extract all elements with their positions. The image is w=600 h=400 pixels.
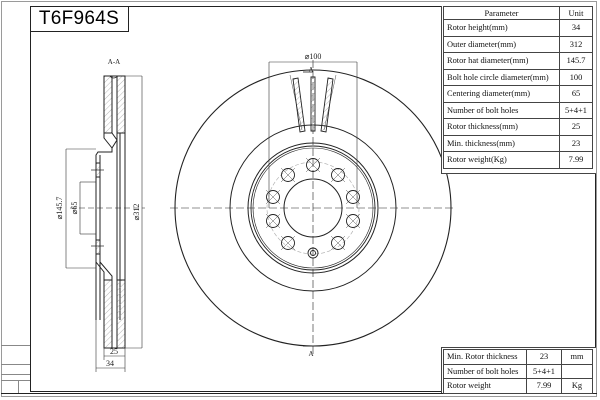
summary-value: 5+4+1 — [526, 363, 562, 379]
section-label: A-A — [108, 58, 120, 66]
param-label: Min. thickness(mm) — [443, 134, 560, 152]
height-label: 34 — [106, 359, 114, 368]
outer-plate-bottom — [103, 279, 113, 349]
table-row: Number of bolt holes 5+4+1 — [443, 101, 593, 119]
summary-label: Number of bolt holes — [443, 363, 527, 379]
centering-diameter-label: ⌀65 — [70, 202, 79, 215]
side-dimensions — [65, 75, 143, 372]
margin-line — [1, 380, 30, 381]
table-row: Centering diameter(mm) 65 — [443, 85, 593, 103]
section-marker-bottom: A — [308, 350, 313, 358]
param-value: 145.7 — [559, 52, 593, 70]
front-view — [170, 60, 455, 355]
summary-table: Min. Rotor thickness 23 mm Number of bol… — [443, 349, 593, 394]
param-label: Rotor height(mm) — [443, 19, 560, 37]
param-label: Rotor hat diameter(mm) — [443, 52, 560, 70]
summary-unit — [561, 363, 593, 379]
table-row: Rotor height(mm) 34 — [443, 19, 593, 37]
left-margin-title-block — [1, 330, 30, 393]
table-row: Bolt hole circle diameter(mm) 100 — [443, 68, 593, 86]
outer-diameter-label: ⌀312 — [132, 204, 141, 221]
table-row: Number of bolt holes 5+4+1 — [443, 363, 593, 379]
hat-outer — [247, 142, 379, 274]
param-value: 25 — [559, 118, 593, 136]
margin-line — [1, 364, 30, 365]
part-number-title: T6F964S — [30, 6, 129, 32]
parameters-table: Parameter Unit Rotor height(mm) 34 Outer… — [443, 6, 593, 169]
table-row: Outer diameter(mm) 312 — [443, 35, 593, 53]
param-value: 100 — [559, 68, 593, 86]
param-value: 7.99 — [559, 151, 593, 169]
param-value: 23 — [559, 134, 593, 152]
table-row: Rotor hat diameter(mm) 145.7 — [443, 52, 593, 70]
table-header-row: Parameter Unit — [443, 6, 593, 20]
bolt-circle-label: ⌀100 — [305, 52, 322, 61]
param-value: 5+4+1 — [559, 101, 593, 119]
table-row: Rotor weight 7.99 Kg — [443, 378, 593, 394]
thickness-label: 25 — [110, 347, 118, 356]
outer-plate-top — [103, 75, 113, 134]
table-row: Min. thickness(mm) 23 — [443, 134, 593, 152]
section-marker-top: A — [308, 66, 313, 74]
vane-section — [289, 74, 337, 133]
summary-label: Min. Rotor thickness — [443, 349, 527, 365]
margin-line — [1, 345, 30, 346]
summary-value: 23 — [526, 349, 562, 365]
table-row: Rotor thickness(mm) 25 — [443, 118, 593, 136]
param-label: Outer diameter(mm) — [443, 35, 560, 53]
hat-diameter-label: ⌀145.7 — [55, 197, 64, 220]
margin-vline — [18, 380, 19, 393]
param-value: 312 — [559, 35, 593, 53]
summary-value: 7.99 — [526, 378, 562, 394]
header-unit: Unit — [559, 6, 593, 20]
param-label: Number of bolt holes — [443, 101, 560, 119]
param-label: Rotor weight(Kg) — [443, 151, 560, 169]
param-label: Rotor thickness(mm) — [443, 118, 560, 136]
margin-line — [1, 374, 30, 375]
header-parameter: Parameter — [443, 6, 560, 20]
inner-plate-bottom — [116, 279, 126, 349]
param-label: Bolt hole circle diameter(mm) — [443, 68, 560, 86]
param-label: Centering diameter(mm) — [443, 85, 560, 103]
inner-plate-top — [116, 75, 126, 134]
summary-label: Rotor weight — [443, 378, 527, 394]
summary-unit: Kg — [561, 378, 593, 394]
param-value: 65 — [559, 85, 593, 103]
summary-unit: mm — [561, 349, 593, 365]
table-row: Rotor weight(Kg) 7.99 — [443, 151, 593, 169]
table-row: Min. Rotor thickness 23 mm — [443, 349, 593, 365]
center-bore — [283, 178, 343, 238]
drawing-frame — [30, 6, 596, 392]
param-value: 34 — [559, 19, 593, 37]
section-view: A-A — [70, 58, 145, 349]
bottom-strip — [1, 393, 597, 398]
